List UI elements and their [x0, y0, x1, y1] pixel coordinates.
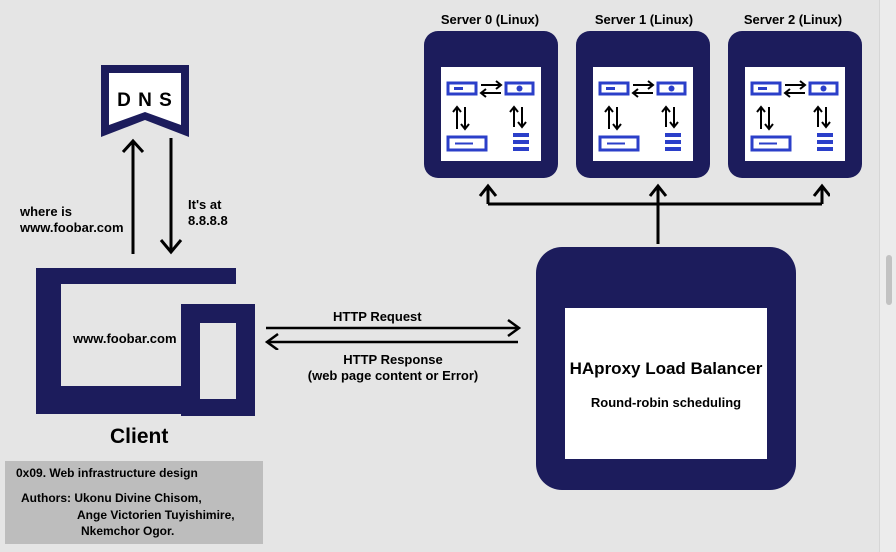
http-request-label: HTTP Request	[333, 309, 422, 324]
client-devices	[36, 268, 255, 416]
client-url: www.foobar.com	[73, 331, 177, 346]
http-response-label: HTTP Response (web page content or Error…	[307, 352, 479, 383]
http-arrows	[264, 318, 522, 350]
server-components-icon	[598, 80, 687, 153]
client-label: Client	[110, 425, 169, 448]
credits-box	[5, 461, 263, 544]
load-balancer-title: HAproxy Load Balancer	[569, 359, 763, 378]
server-components-icon	[750, 80, 839, 153]
dns-shape	[101, 65, 189, 137]
dns-arrows	[121, 138, 183, 255]
server-2-label: Server 2 (Linux)	[743, 12, 843, 27]
credits-authors-line3: Nkemchor Ogor.	[81, 524, 175, 538]
credits-authors-line2: Ange Victorien Tuyishimire,	[77, 508, 235, 522]
load-balancer	[536, 247, 796, 490]
dns-query-text: where is www.foobar.com	[20, 204, 124, 235]
scrollbar-thumb[interactable]	[886, 255, 892, 305]
credits-title: 0x09. Web infrastructure design	[16, 466, 198, 480]
credits-authors-line1: Authors: Ukonu Divine Chisom,	[21, 491, 202, 505]
server-1-label: Server 1 (Linux)	[594, 12, 694, 27]
server-0-label: Server 0 (Linux)	[440, 12, 540, 27]
lb-server-connector	[478, 183, 830, 244]
server-components-icon	[446, 80, 535, 152]
dns-answer-text: It's at 8.8.8.8	[188, 197, 228, 228]
load-balancer-panel	[565, 308, 767, 459]
load-balancer-subtitle: Round-robin scheduling	[590, 395, 742, 410]
dns-label: D N S	[117, 90, 173, 111]
